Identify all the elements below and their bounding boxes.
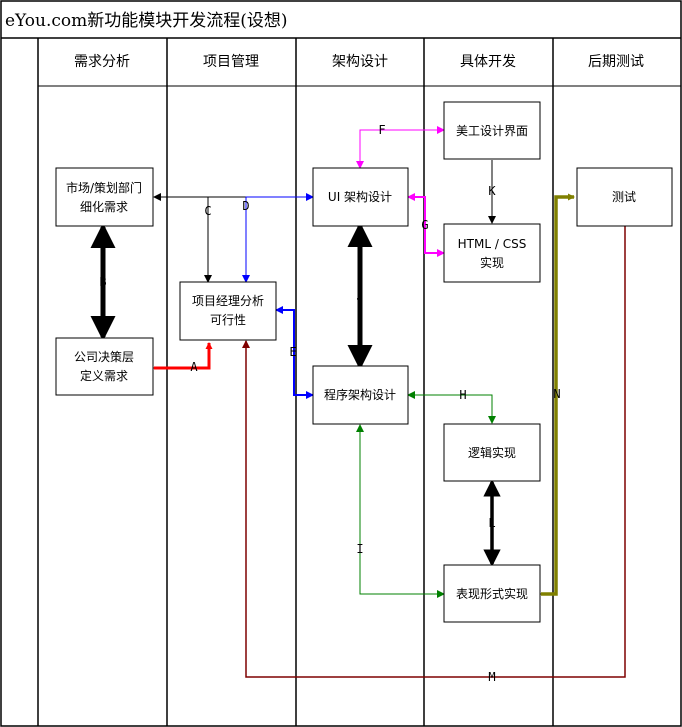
box-ui-architecture: UI 架构设计 bbox=[312, 167, 409, 227]
lane-header-architecture: 架构设计 bbox=[332, 54, 388, 70]
box-program-architecture: 程序架构设计 bbox=[312, 365, 409, 425]
diagram-title: eYou.com新功能模块开发流程(设想) bbox=[5, 11, 288, 31]
box-view-implementation: 表现形式实现 bbox=[443, 564, 541, 623]
box-test-label: 测试 bbox=[612, 189, 636, 204]
connector-m bbox=[242, 226, 626, 678]
box-pm-feasibility: 项目经理分析 可行性 bbox=[179, 281, 277, 341]
lane-header-development: 具体开发 bbox=[460, 54, 516, 70]
label-g: G bbox=[421, 218, 428, 232]
connector-a bbox=[148, 342, 213, 372]
box-html-css: HTML / CSS 实现 bbox=[443, 223, 541, 283]
lane-header-requirements: 需求分析 bbox=[74, 54, 130, 70]
box-pm-line-1: 项目经理分析 bbox=[192, 294, 264, 308]
box-market-line-2: 细化需求 bbox=[80, 200, 128, 214]
label-l: L bbox=[488, 516, 495, 530]
connector-i bbox=[356, 424, 445, 598]
label-k: K bbox=[488, 184, 496, 198]
label-i: I bbox=[356, 542, 363, 556]
box-art-design: 美工设计界面 bbox=[443, 101, 541, 160]
label-m: M bbox=[488, 670, 495, 684]
label-j: J bbox=[356, 289, 363, 303]
label-a: A bbox=[190, 360, 198, 374]
connector-e bbox=[275, 306, 314, 399]
lane-header-testing: 后期测试 bbox=[588, 54, 644, 70]
label-d: D bbox=[242, 199, 249, 213]
box-company-decision: 公司决策层 定义需求 bbox=[55, 337, 154, 396]
box-prog-arch-label: 程序架构设计 bbox=[324, 387, 396, 402]
box-pm-line-2: 可行性 bbox=[210, 313, 246, 327]
connector-f bbox=[356, 126, 445, 169]
box-market-requirements: 市场/策划部门 细化需求 bbox=[55, 167, 154, 227]
connector-n bbox=[535, 193, 575, 598]
label-h: H bbox=[459, 388, 466, 402]
box-art-label: 美工设计界面 bbox=[456, 124, 528, 138]
box-logic-implementation: 逻辑实现 bbox=[443, 423, 541, 482]
lane-header-project-management: 项目管理 bbox=[203, 54, 259, 70]
label-c: C bbox=[204, 204, 211, 218]
label-b: B bbox=[99, 275, 106, 289]
connector-g bbox=[407, 193, 445, 257]
box-html-line-2: 实现 bbox=[480, 255, 504, 270]
label-f: F bbox=[378, 123, 385, 137]
box-ui-arch-label: UI 架构设计 bbox=[328, 189, 392, 204]
label-e: E bbox=[289, 345, 296, 359]
box-html-line-1: HTML / CSS bbox=[458, 237, 527, 251]
connector-d bbox=[242, 193, 314, 283]
label-n: N bbox=[553, 387, 560, 401]
box-company-line-1: 公司决策层 bbox=[74, 350, 134, 364]
box-company-line-2: 定义需求 bbox=[80, 368, 128, 383]
box-market-line-1: 市场/策划部门 bbox=[66, 180, 142, 195]
box-testing: 测试 bbox=[576, 167, 673, 227]
connector-h bbox=[407, 391, 496, 424]
box-view-label: 表现形式实现 bbox=[456, 586, 528, 601]
box-logic-label: 逻辑实现 bbox=[468, 445, 516, 460]
